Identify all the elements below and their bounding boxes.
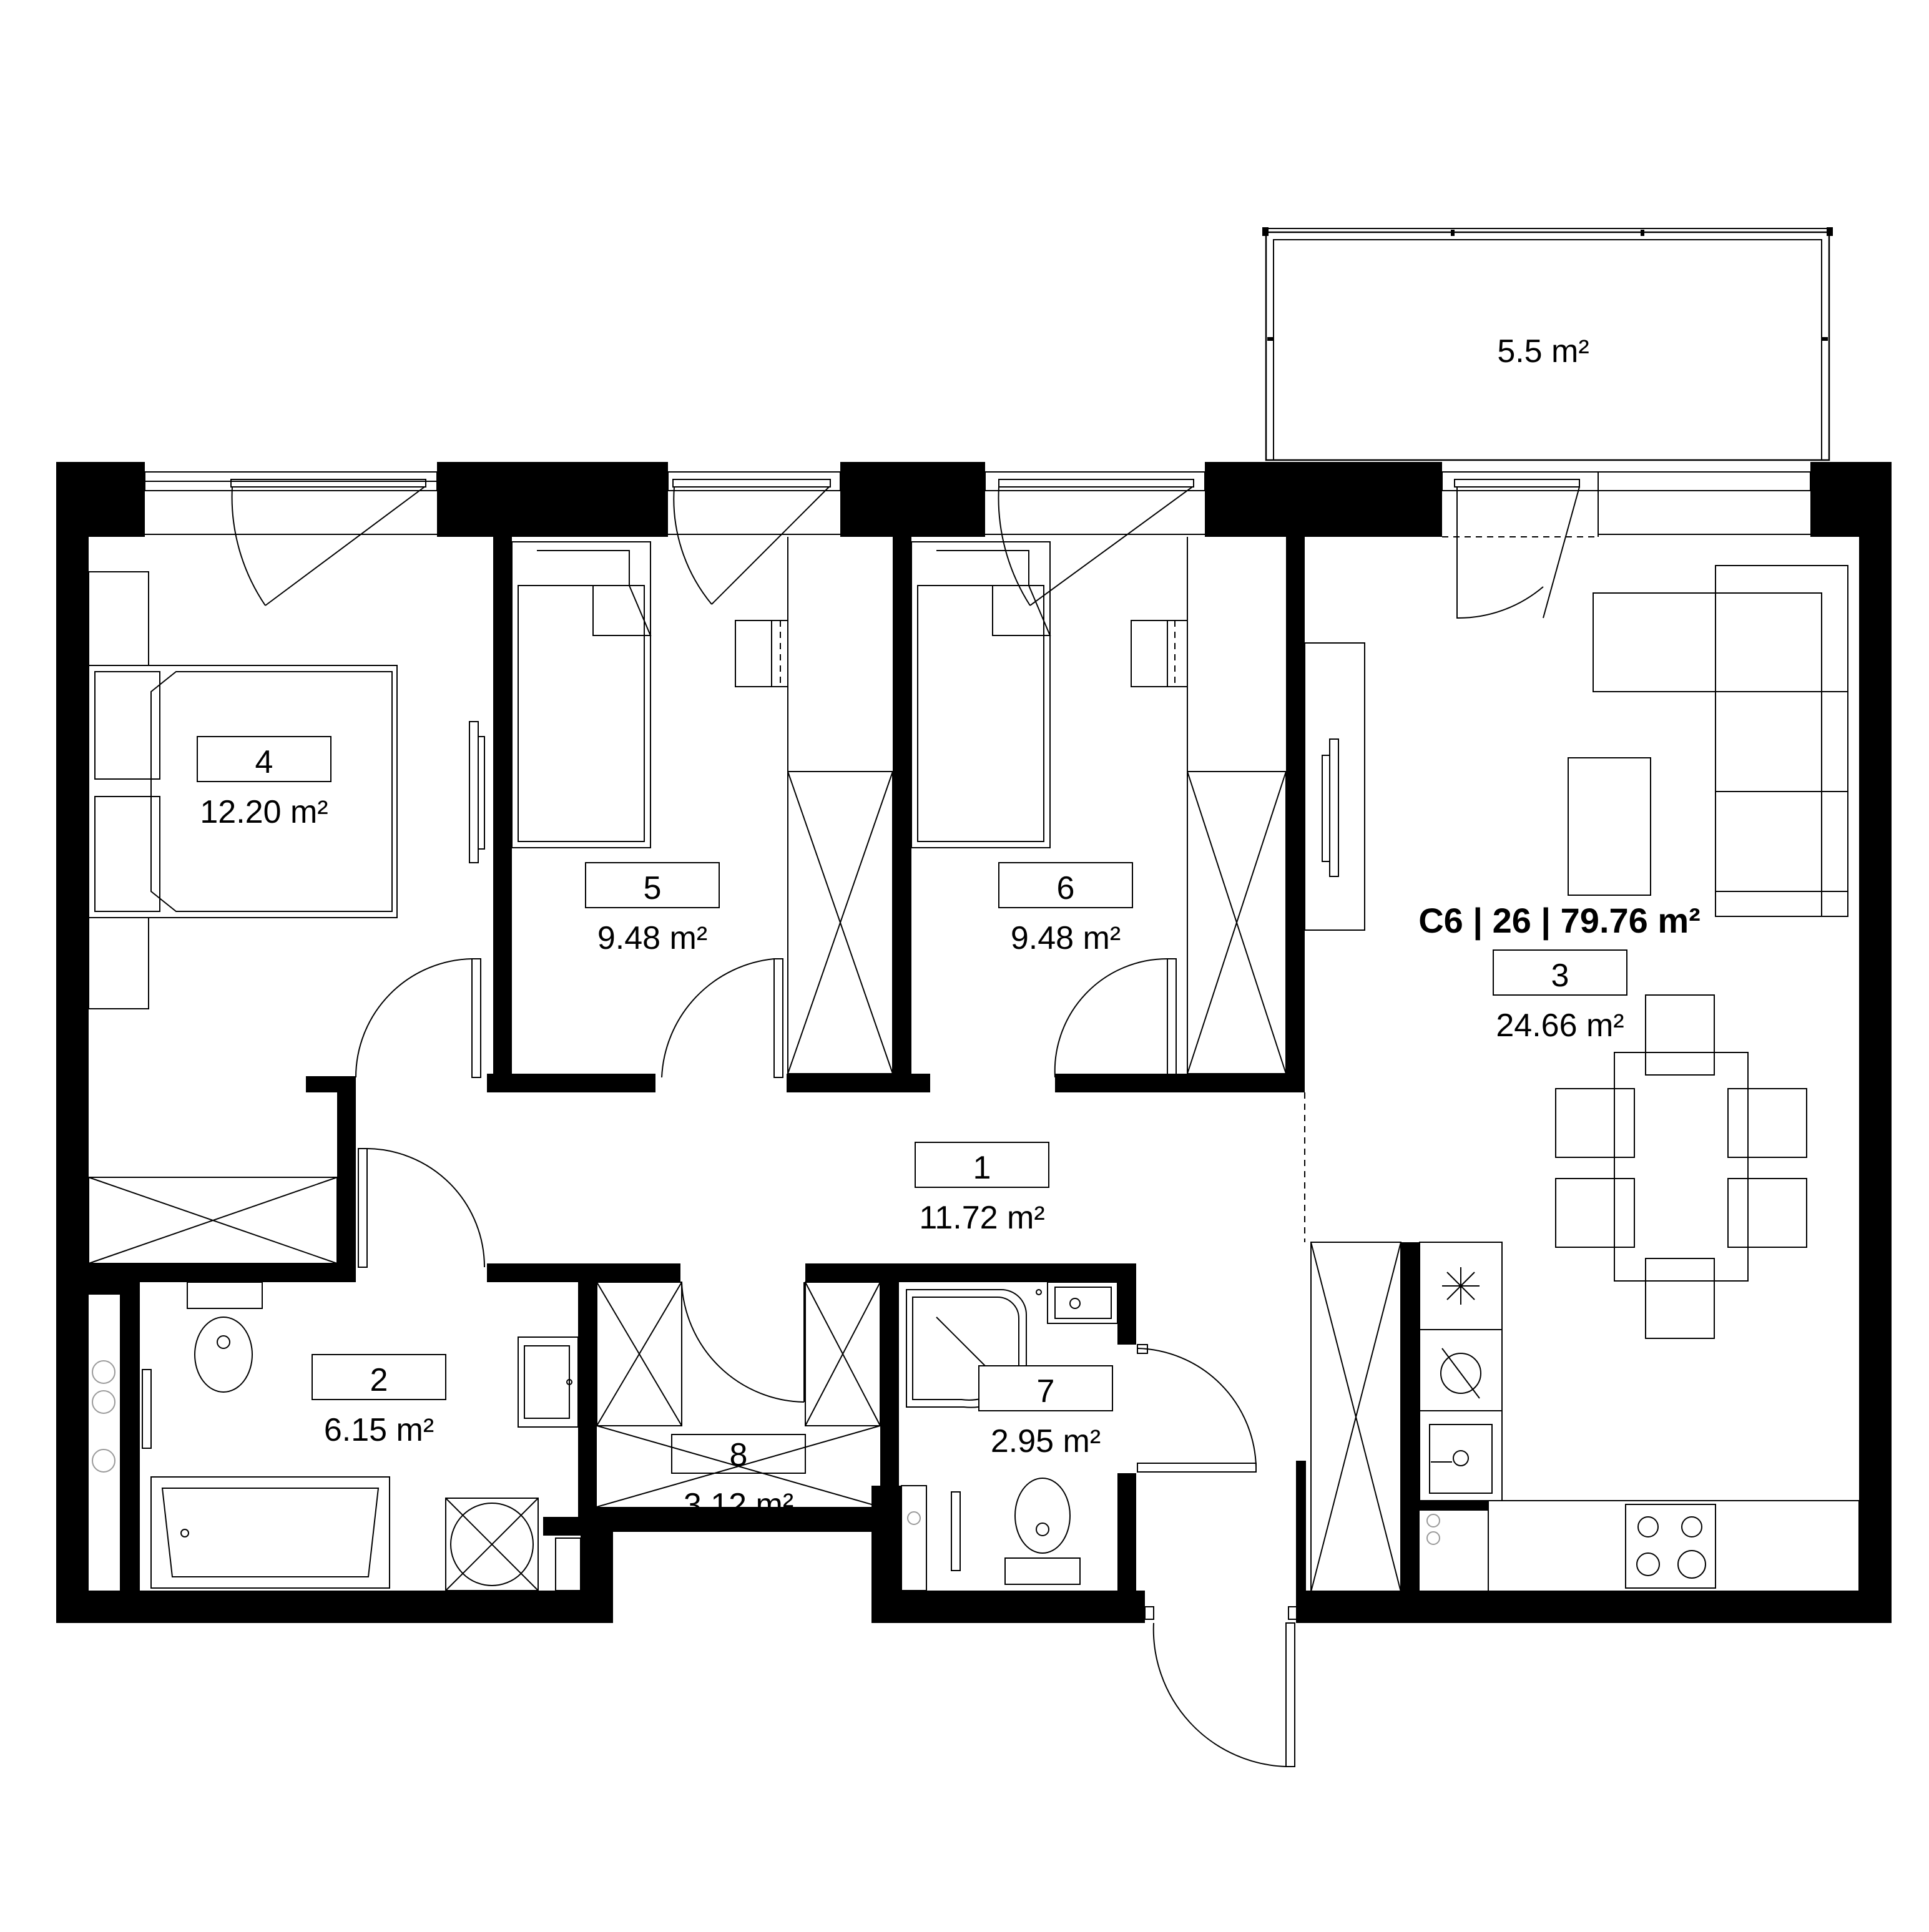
- kitchen: [1419, 1242, 1860, 1592]
- apartment-label: C6 | 26 | 79.76 m²: [1418, 901, 1701, 941]
- room-label-6: 6 9.48 m²: [998, 862, 1133, 956]
- balcony-area: 5.5 m²: [1497, 333, 1589, 370]
- room-number-1: 1: [973, 1150, 991, 1186]
- door-swings: [231, 486, 1580, 1767]
- bathroom-2-fixtures: [92, 1282, 581, 1591]
- room-area-8: 3.12 m²: [684, 1487, 793, 1523]
- room-area-3: 24.66 m²: [1496, 1008, 1624, 1044]
- room-number-2: 2: [370, 1362, 388, 1398]
- room-number-3: 3: [1551, 958, 1569, 994]
- outer-walls: [56, 462, 1892, 1623]
- windows: [144, 471, 1811, 537]
- room-number-5: 5: [644, 870, 662, 906]
- bedroom-6-furniture: [911, 541, 1187, 848]
- room-label-3: C6 | 26 | 79.76 m² 3 24.66 m²: [1418, 901, 1701, 1044]
- room-label-4: 4 12.20 m²: [197, 736, 331, 830]
- bedroom-4-furniture: [88, 571, 485, 1009]
- room-label-2: 2 6.15 m²: [312, 1354, 446, 1448]
- room-number-6: 6: [1057, 870, 1075, 906]
- balcony: 5.5 m²: [1262, 227, 1833, 461]
- room-number-7: 7: [1037, 1373, 1055, 1410]
- wardrobes: [88, 537, 1401, 1592]
- room-area-2: 6.15 m²: [324, 1412, 434, 1448]
- room-label-7: 7 2.95 m²: [978, 1365, 1113, 1459]
- living-room-furniture: [1304, 565, 1848, 1339]
- room-area-1: 11.72 m²: [919, 1200, 1044, 1236]
- room-label-5: 5 9.48 m²: [585, 862, 720, 956]
- room-area-4: 12.20 m²: [200, 794, 328, 830]
- bedroom-5-furniture: [511, 541, 788, 848]
- room-area-7: 2.95 m²: [991, 1423, 1101, 1459]
- room-number-4: 4: [255, 744, 273, 780]
- interior-walls: [89, 537, 1488, 1623]
- room-area-6: 9.48 m²: [1011, 920, 1121, 956]
- room-label-1: 1 11.72 m²: [915, 1142, 1049, 1236]
- room-area-5: 9.48 m²: [597, 920, 707, 956]
- room-label-8: 8 3.12 m²: [671, 1434, 806, 1523]
- room-number-8: 8: [730, 1437, 748, 1473]
